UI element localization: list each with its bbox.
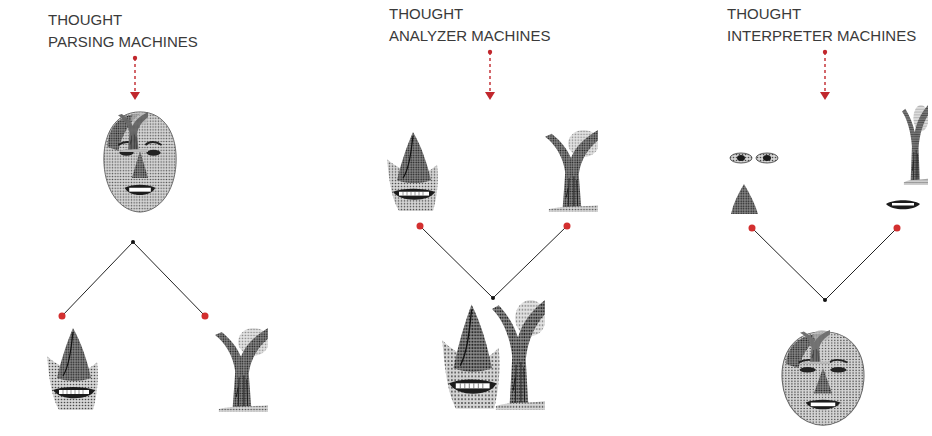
combined-face <box>442 305 499 409</box>
line-spacer <box>808 3 925 25</box>
branch-dots <box>59 223 901 320</box>
nose-fragment <box>731 184 758 214</box>
combined-tree <box>492 300 546 410</box>
end-dot <box>202 313 209 320</box>
face-fragment <box>387 132 438 211</box>
eye-fragment <box>763 155 771 161</box>
line-spacer <box>470 3 559 25</box>
dashed-arrow <box>489 52 490 92</box>
arrowhead <box>820 92 830 100</box>
end-dot <box>894 225 901 232</box>
end-dot <box>59 313 66 320</box>
face-fragment <box>47 328 98 410</box>
dashed-arrow <box>134 58 135 92</box>
face-tree <box>800 330 831 364</box>
collage-face <box>104 112 176 212</box>
parsing-fragments <box>47 112 269 412</box>
branch-lines <box>62 226 897 316</box>
analyzer-fragments <box>387 130 599 410</box>
eye-fragment <box>756 153 778 163</box>
eye-fragment <box>730 153 752 163</box>
arrowhead <box>485 92 495 100</box>
panel-heading: THOUGHT INTERPRETER MACHINES <box>727 3 925 47</box>
whole-face <box>782 332 864 426</box>
mouth-fragment <box>892 203 914 206</box>
arrow-dot <box>823 50 827 54</box>
eye-fragment <box>737 155 745 161</box>
tree-fragment <box>215 328 269 412</box>
panel-heading: THOUGHT PARSING MACHINES <box>48 9 206 53</box>
arrow-dot <box>133 56 137 60</box>
split-branch <box>62 242 205 316</box>
merge-branch <box>420 226 567 298</box>
junction-dot <box>491 296 495 300</box>
arrow-ends <box>130 50 830 100</box>
collage-tree <box>118 112 149 152</box>
dashed-arrow <box>824 52 825 92</box>
panel-heading: THOUGHT ANALYZER MACHINES <box>389 3 559 47</box>
heading-arrows <box>135 52 825 92</box>
end-dot <box>417 223 424 230</box>
tree-fragment <box>545 130 599 212</box>
junction-dot <box>823 298 827 302</box>
tree-fragment <box>902 105 928 185</box>
arrow-dot <box>488 50 492 54</box>
merge-branch <box>752 228 897 300</box>
interpreter-fragments <box>730 105 928 425</box>
junction-dot <box>131 240 135 244</box>
arrowhead <box>130 92 140 100</box>
end-dot <box>564 223 571 230</box>
line-spacer <box>129 9 206 31</box>
end-dot <box>749 225 756 232</box>
mouth-fragment <box>886 200 920 209</box>
